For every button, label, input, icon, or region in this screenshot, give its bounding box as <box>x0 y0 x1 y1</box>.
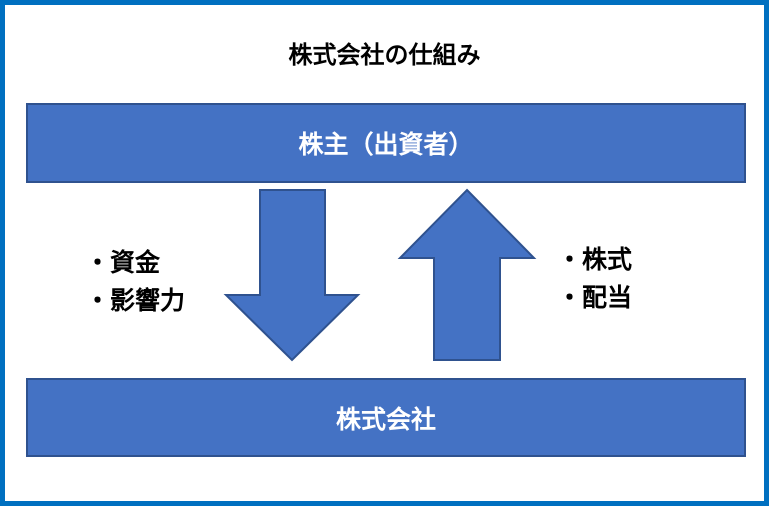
shareholders-label: 株主（出資者） <box>298 130 474 159</box>
right-labels: ・株式 ・配当 <box>557 241 632 317</box>
down-arrow <box>223 189 361 362</box>
label-dividend: ・配当 <box>557 283 633 312</box>
shareholders-box: 株主（出資者） <box>26 103 746 183</box>
arrows <box>223 188 537 362</box>
company-label: 株式会社 <box>335 404 436 434</box>
company-box: 株式会社 <box>26 378 746 457</box>
diagram-title: 株式会社の仕組み <box>288 41 481 69</box>
left-labels: ・資金 ・影響力 <box>85 244 185 320</box>
label-funds: ・資金 <box>85 248 161 277</box>
up-arrow <box>397 188 537 361</box>
label-influence: ・影響力 <box>85 286 186 315</box>
label-stock: ・株式 <box>557 245 633 274</box>
